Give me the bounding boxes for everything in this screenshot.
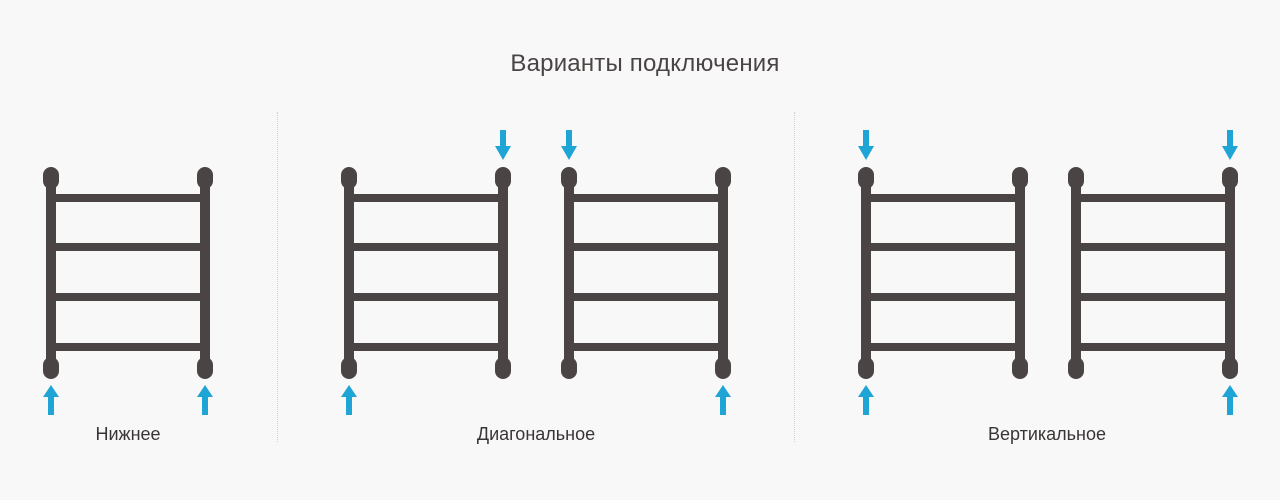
radiator-post-left [46,178,56,368]
arrow-down-icon [858,130,874,160]
arrow-up-icon [1222,385,1238,415]
rail-knob [341,357,357,379]
radiator-rung [569,343,723,351]
towel-radiator [1068,130,1238,415]
rail-knob [715,357,731,379]
radiator-post-right [718,178,728,368]
radiator-rung [866,243,1020,251]
radiator-post-left [564,178,574,368]
rail-knob [1012,167,1028,189]
rail-knob [1012,357,1028,379]
radiator-rung [569,194,723,202]
rail-knob [495,357,511,379]
radiator-rung [1076,293,1230,301]
radiator-rung [51,243,205,251]
towel-radiator [43,167,213,415]
label-bottom-connection: Нижнее [95,424,161,444]
radiator-post-right [1015,178,1025,368]
radiator-post-left [861,178,871,368]
radiator-rung [51,194,205,202]
arrow-up-icon [43,385,59,415]
section-divider [794,112,795,442]
radiator-rung [51,293,205,301]
label-diagonal-connection: Диагональное [476,424,596,444]
rail-knob [341,167,357,189]
radiator-rung [1076,194,1230,202]
arrow-down-icon [495,130,511,160]
radiator-rung [349,293,503,301]
rail-knob [495,167,511,189]
rail-knob [1222,167,1238,189]
radiator-rung [866,293,1020,301]
page-title: Варианты подключения [510,50,780,77]
radiator-post-right [498,178,508,368]
rail-knob [197,167,213,189]
rail-knob [858,167,874,189]
radiator-rung [1076,343,1230,351]
radiator-post-left [1071,178,1081,368]
rail-knob [1222,357,1238,379]
rail-knob [561,167,577,189]
arrow-up-icon [341,385,357,415]
arrow-down-icon [1222,130,1238,160]
radiator-rung [349,343,503,351]
radiator-post-left [344,178,354,368]
radiator-rung [569,243,723,251]
towel-radiator [561,130,731,415]
section-divider [277,112,278,442]
rail-knob [1068,357,1084,379]
rail-knob [1068,167,1084,189]
rail-knob [197,357,213,379]
rail-knob [858,357,874,379]
arrow-up-icon [197,385,213,415]
radiator-post-right [200,178,210,368]
radiator-post-right [1225,178,1235,368]
label-vertical-connection: Вертикальное [987,424,1107,444]
towel-radiator [858,130,1028,415]
radiator-rung [51,343,205,351]
rail-knob [43,167,59,189]
towel-radiator [341,130,511,415]
arrow-up-icon [715,385,731,415]
radiator-rung [349,243,503,251]
arrow-down-icon [561,130,577,160]
rail-knob [43,357,59,379]
radiator-rung [349,194,503,202]
radiator-rung [1076,243,1230,251]
radiator-rung [866,194,1020,202]
rail-knob [561,357,577,379]
arrow-up-icon [858,385,874,415]
radiator-rung [866,343,1020,351]
radiator-rung [569,293,723,301]
rail-knob [715,167,731,189]
